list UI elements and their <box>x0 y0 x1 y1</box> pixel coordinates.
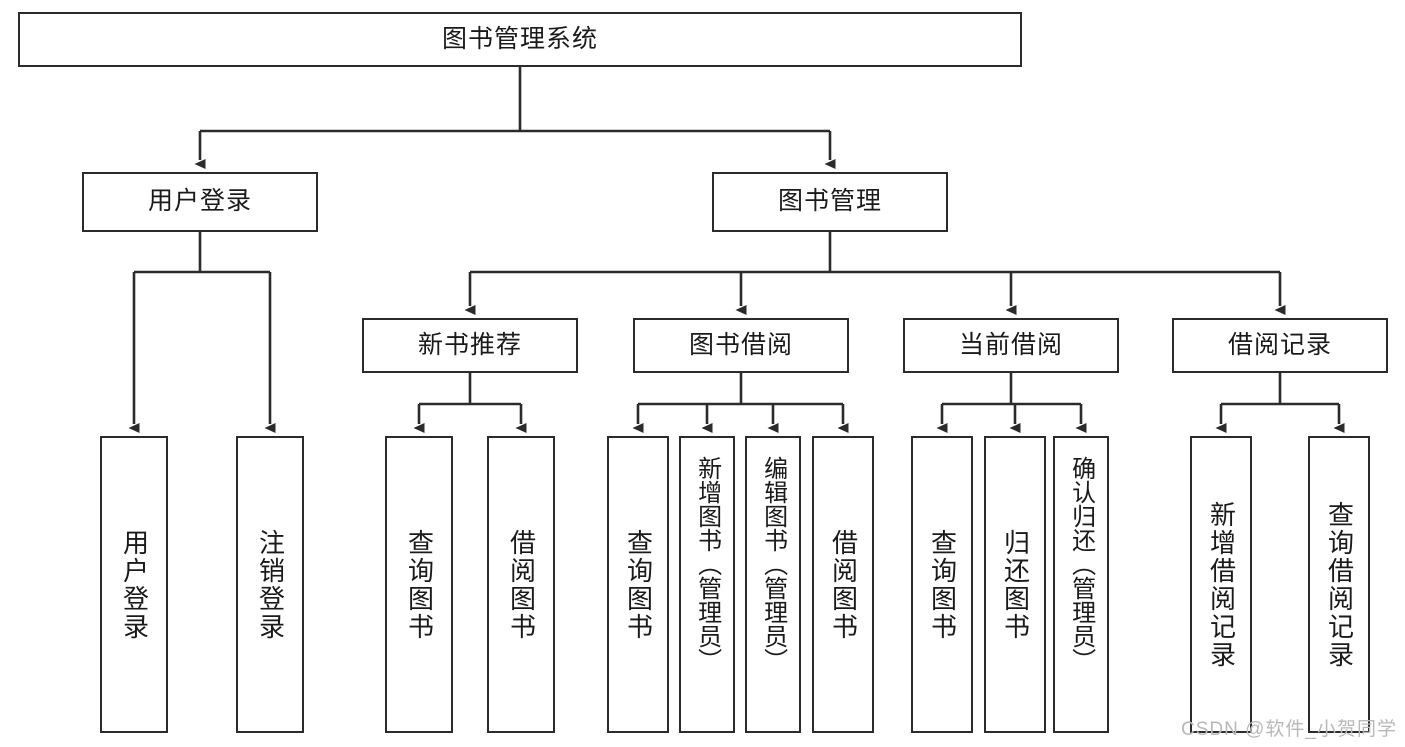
node-leaf-return-book[interactable]: 归还图书 <box>984 436 1046 733</box>
node-leaf-add-borrow-record-label: 新增借阅记录 <box>1206 500 1237 669</box>
node-leaf-confirm-return-admin-label: 确认归还（管理员） <box>1067 456 1095 672</box>
watermark: CSDN @软件_小贺同学 <box>1181 719 1397 740</box>
node-borrow-record[interactable]: 借阅记录 <box>1172 318 1388 373</box>
node-new-book-recommend-label: 新书推荐 <box>417 330 522 359</box>
node-book-borrow-label: 图书借阅 <box>688 330 793 359</box>
node-leaf-query-book-1-label: 查询图书 <box>404 528 435 641</box>
node-leaf-query-book-3[interactable]: 查询图书 <box>911 436 973 733</box>
node-new-book-recommend[interactable]: 新书推荐 <box>362 318 578 373</box>
node-leaf-query-borrow-record[interactable]: 查询借阅记录 <box>1308 436 1370 733</box>
node-leaf-user-login[interactable]: 用户登录 <box>100 436 168 733</box>
node-user-login[interactable]: 用户登录 <box>82 172 318 232</box>
node-leaf-add-borrow-record[interactable]: 新增借阅记录 <box>1190 436 1252 733</box>
node-leaf-edit-book-admin[interactable]: 编辑图书（管理员） <box>745 436 801 733</box>
node-leaf-borrow-book-2-label: 借阅图书 <box>828 528 859 641</box>
node-leaf-add-book-admin-label: 新增图书（管理员） <box>693 456 721 672</box>
node-current-borrow[interactable]: 当前借阅 <box>903 318 1119 373</box>
node-leaf-confirm-return-admin[interactable]: 确认归还（管理员） <box>1053 436 1109 733</box>
node-leaf-borrow-book-1-label: 借阅图书 <box>506 528 537 641</box>
node-leaf-query-borrow-record-label: 查询借阅记录 <box>1324 500 1355 669</box>
node-leaf-borrow-book-1[interactable]: 借阅图书 <box>487 436 555 733</box>
node-leaf-query-book-2[interactable]: 查询图书 <box>607 436 669 733</box>
node-leaf-logout-login-label: 注销登录 <box>255 528 286 641</box>
node-leaf-add-book-admin[interactable]: 新增图书（管理员） <box>679 436 735 733</box>
node-leaf-user-login-label: 用户登录 <box>119 528 150 641</box>
node-current-borrow-label: 当前借阅 <box>958 330 1063 359</box>
node-leaf-edit-book-admin-label: 编辑图书（管理员） <box>759 456 787 672</box>
node-leaf-query-book-3-label: 查询图书 <box>927 528 958 641</box>
node-leaf-logout-login[interactable]: 注销登录 <box>236 436 304 733</box>
node-root[interactable]: 图书管理系统 <box>18 12 1022 67</box>
node-borrow-record-label: 借阅记录 <box>1227 330 1332 359</box>
node-book-manage-label: 图书管理 <box>777 187 882 216</box>
node-book-manage[interactable]: 图书管理 <box>712 172 948 232</box>
node-user-login-label: 用户登录 <box>147 187 252 216</box>
node-leaf-return-book-label: 归还图书 <box>1000 528 1031 641</box>
node-root-label: 图书管理系统 <box>441 24 598 53</box>
node-leaf-borrow-book-2[interactable]: 借阅图书 <box>812 436 874 733</box>
node-book-borrow[interactable]: 图书借阅 <box>633 318 849 373</box>
node-leaf-query-book-2-label: 查询图书 <box>623 528 654 641</box>
node-leaf-query-book-1[interactable]: 查询图书 <box>385 436 453 733</box>
